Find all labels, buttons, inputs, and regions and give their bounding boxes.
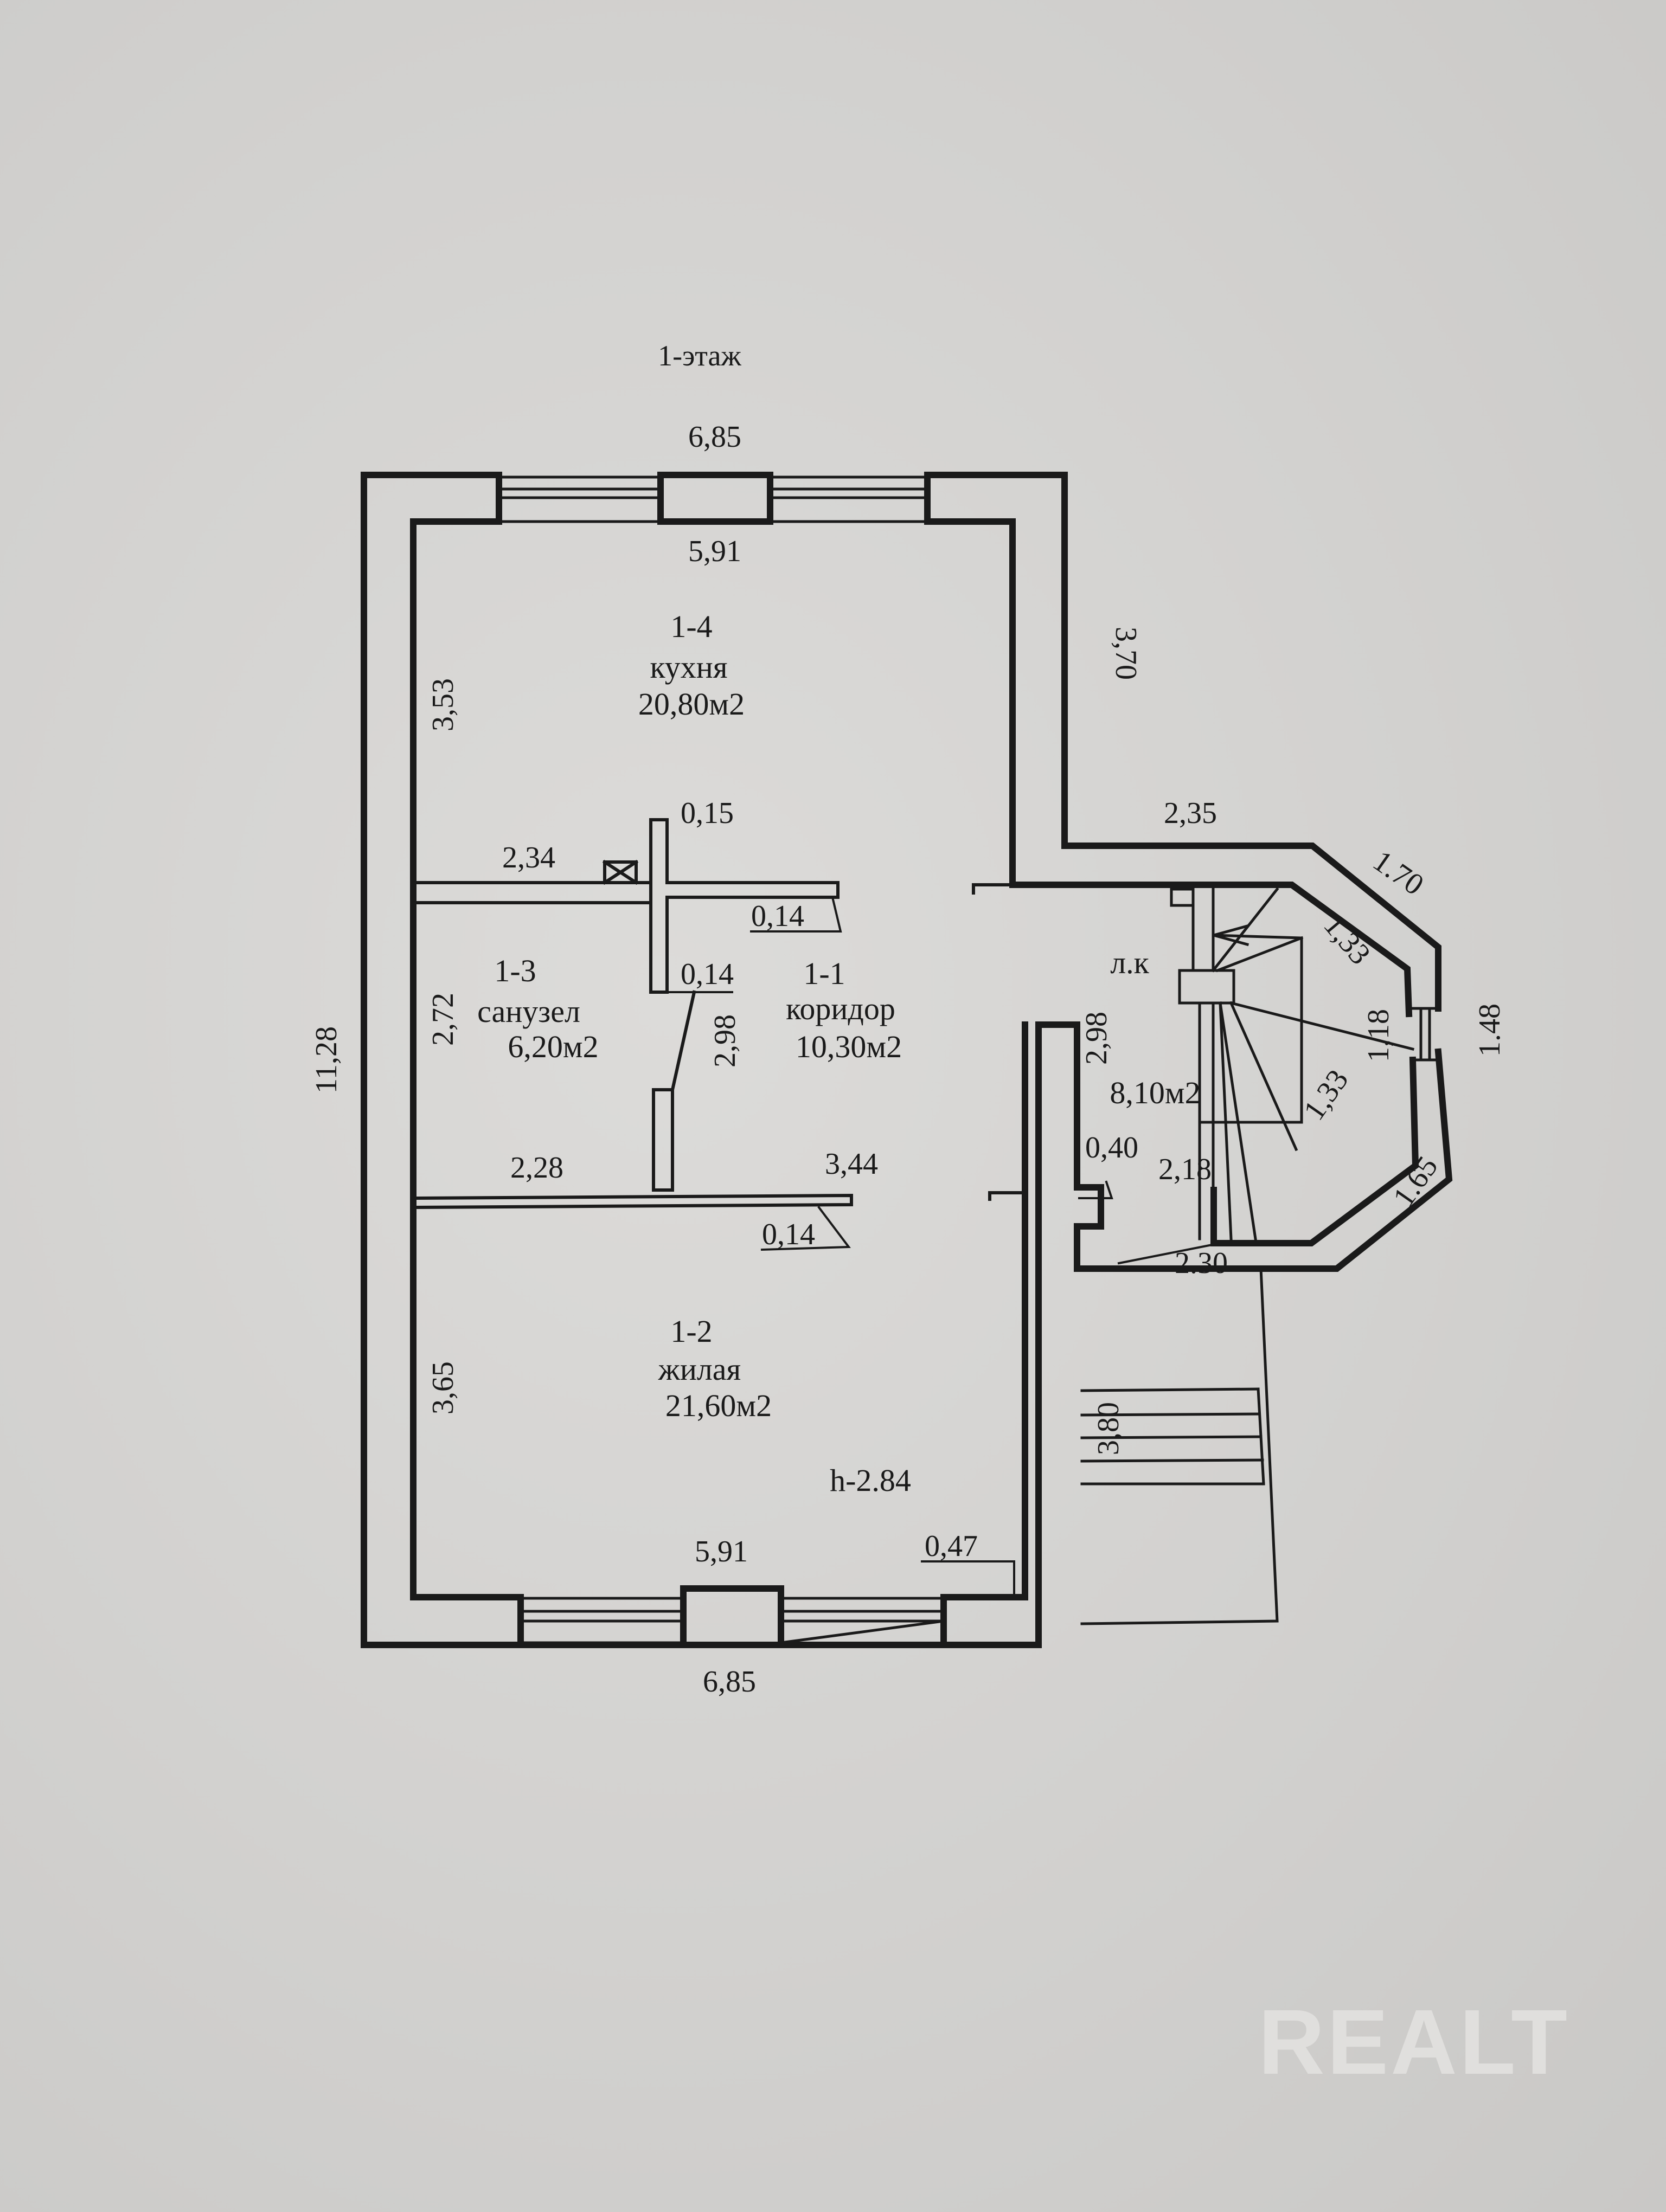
- dim-wc-top: 2,34: [502, 841, 555, 874]
- room-name-staircase: л.к: [1110, 945, 1149, 980]
- realt-watermark: REALT: [1258, 1991, 1569, 2094]
- dim-porch-width: 2.30: [1175, 1246, 1228, 1280]
- dim-bay-side: 1.48: [1473, 1004, 1507, 1057]
- dim-stair-diag-2: 1,33: [1297, 1064, 1355, 1127]
- dim-partition-014a: 0,14: [751, 899, 804, 933]
- dim-bay-top: 2,35: [1164, 796, 1217, 830]
- floor-title: 1-этаж: [658, 339, 741, 372]
- dim-top-inner: 5,91: [688, 535, 741, 568]
- dim-top-outer: 6,85: [688, 420, 741, 454]
- room-name-kitchen: кухня: [650, 650, 727, 685]
- room-id-wc: 1-3: [494, 953, 536, 988]
- room-area-living: 21,60м2: [665, 1388, 772, 1423]
- dim-niche: 0,40: [1085, 1131, 1138, 1165]
- room-id-corridor: 1-1: [803, 956, 845, 991]
- leader-lines: [666, 896, 1216, 1598]
- dim-bottom-inner: 5,91: [695, 1535, 748, 1568]
- room-area-staircase: 8,10м2: [1110, 1075, 1200, 1110]
- ceiling-height: h-2.84: [830, 1463, 911, 1498]
- dim-stair-bottom: 2,18: [1158, 1153, 1212, 1186]
- dim-partition-014b: 0,14: [681, 957, 734, 991]
- dim-wc-left: 2,72: [426, 993, 460, 1046]
- partitions: [412, 818, 1027, 1210]
- dim-partition-015: 0,15: [681, 796, 734, 830]
- dim-bottom-outer: 6,85: [703, 1665, 756, 1699]
- porch-steps: [1080, 1267, 1279, 1625]
- windows: [497, 475, 1440, 1644]
- dim-stair-height: 2,98: [1080, 1012, 1113, 1065]
- staircase: [1170, 887, 1415, 1240]
- dim-kitchen-left: 3,53: [426, 678, 460, 731]
- room-id-living: 1-2: [670, 1314, 712, 1349]
- dim-living-left: 3,65: [426, 1361, 460, 1414]
- room-name-living: жилая: [658, 1352, 741, 1387]
- room-area-wc: 6,20м2: [508, 1029, 598, 1064]
- dim-corridor-height: 2,98: [708, 1014, 742, 1068]
- room-name-corridor: коридор: [786, 991, 895, 1026]
- dim-kitchen-right: 3,70: [1109, 627, 1143, 680]
- room-id-kitchen: 1-4: [670, 609, 712, 644]
- dim-corridor-bottom: 3,44: [825, 1147, 878, 1181]
- dim-stair-side: 1,18: [1362, 1009, 1395, 1062]
- dim-bay-diag-bottom: 1.65: [1387, 1150, 1445, 1213]
- dim-window-side: 0,47: [925, 1529, 978, 1563]
- dim-stair-diag-1: 1,33: [1317, 909, 1377, 971]
- dim-left-total: 11,28: [310, 1026, 343, 1094]
- room-area-corridor: 10,30м2: [796, 1029, 902, 1064]
- dim-partition-014c: 0,14: [762, 1218, 815, 1251]
- dim-porch-length: 3,80: [1092, 1402, 1125, 1455]
- dim-wc-bottom: 2,28: [510, 1151, 563, 1185]
- room-area-kitchen: 20,80м2: [638, 686, 745, 722]
- room-name-wc: санузел: [477, 994, 580, 1029]
